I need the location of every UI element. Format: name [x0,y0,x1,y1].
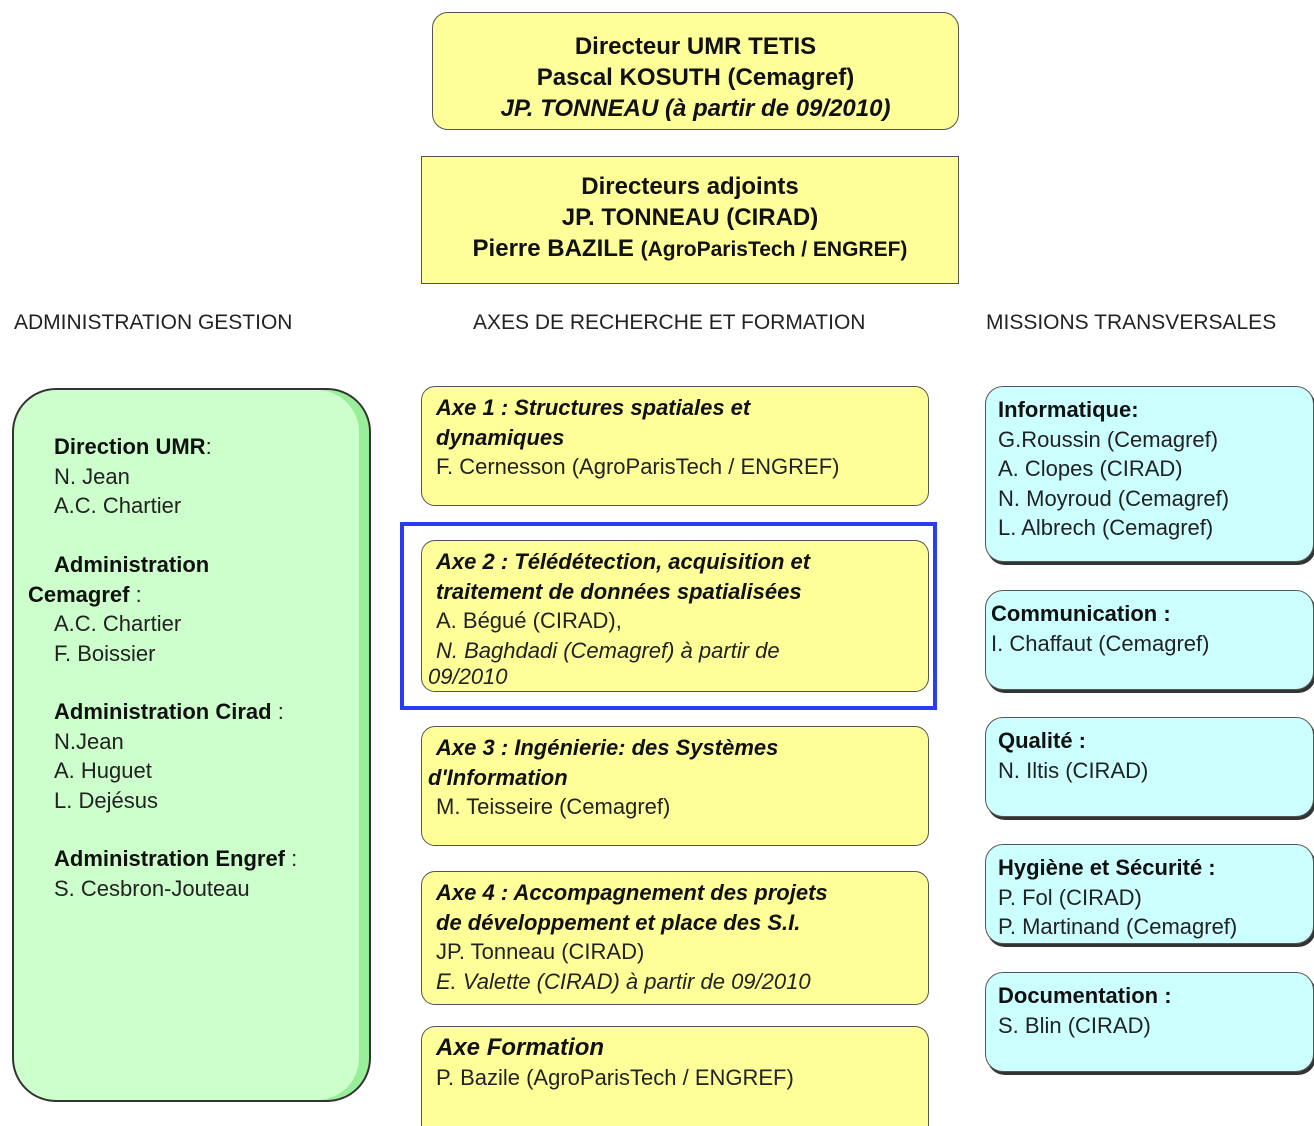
mission-member: G.Roussin (Cemagref) [998,426,1219,452]
mission-member: S. Blin (CIRAD) [998,1012,1151,1038]
mission-member: N. Moyroud (Cemagref) [998,485,1230,511]
deputy-name-2-name: Pierre BAZILE [472,235,634,262]
admin-member: N. Jean [54,463,130,489]
axis-lead-successor: N. Baghdadi (Cemagref) à partir de [436,637,780,663]
axis-title-cont: d'Information [428,764,568,790]
column-header-axes: AXES DE RECHERCHE ET FORMATION [473,311,866,334]
admin-section-cemagref: Administration Cemagref : A.C. Chartier … [28,550,210,668]
mission-member: P. Fol (CIRAD) [998,884,1142,910]
admin-section-suffix: : [271,699,284,724]
admin-member: A.C. Chartier [54,493,182,518]
mission-member: P. Martinand (Cemagref) [998,914,1238,939]
deputy-name-2: Pierre BAZILE (AgroParisTech / ENGREF) [422,233,958,265]
axis-title: Axe 1 : Structures spatiales et [436,395,751,420]
admin-section-suffix: : [285,846,298,871]
axis-title-cont: traitement de données spatialisées [436,578,802,604]
mission-title: Informatique: [998,397,1139,422]
admin-member: A. Huguet [54,758,152,783]
director-box: Directeur UMR TETIS Pascal KOSUTH (Cemag… [432,12,959,130]
mission-title: Hygiène et Sécurité : [998,855,1216,880]
admin-section-title: Administration Engref [54,846,286,871]
admin-member: A.C. Chartier [54,611,182,636]
axis-formation-box: Axe Formation P. Bazile (AgroParisTech /… [421,1026,929,1126]
axis-title-cont: de développement et place des S.I. [436,909,801,935]
mission-title: Communication : [991,601,1171,626]
mission-member: L. Albrech (Cemagref) [998,515,1214,540]
mission-member: I. Chaffaut (Cemagref) [991,630,1210,656]
mission-documentation-box: Documentation : S. Blin (CIRAD) [985,972,1314,1072]
selection-highlight [400,522,937,710]
axis-lead-successor: E. Valette (CIRAD) à partir de 09/2010 [436,968,811,994]
admin-member: N.Jean [54,728,124,754]
deputy-title: Directeurs adjoints [581,173,799,200]
deputy-name-2-org: (AgroParisTech / ENGREF) [640,238,908,261]
admin-section-title: Administration Cirad [54,699,272,724]
axis-lead: JP. Tonneau (CIRAD) [436,939,645,964]
director-name: Pascal KOSUTH (Cemagref) [536,64,855,91]
admin-section-title: Administration [54,552,210,577]
mission-member: A. Clopes (CIRAD) [998,456,1183,481]
axis-2-box: Axe 2 : Télédétection, acquisition et tr… [421,540,929,692]
director-title: Directeur UMR TETIS [574,33,817,60]
admin-section-suffix: : [205,434,212,459]
axis-title-cont: dynamiques [436,424,565,450]
axis-title: Axe Formation [436,1034,605,1061]
deputy-name-1: JP. TONNEAU (CIRAD) [561,204,819,231]
column-header-administration: ADMINISTRATION GESTION [14,311,293,334]
admin-member: L. Dejésus [54,787,158,813]
axis-4-box: Axe 4 : Accompagnement des projets de dé… [421,871,929,1005]
mission-informatique-box: Informatique: G.Roussin (Cemagref) A. Cl… [985,386,1314,562]
mission-communication-box: Communication : I. Chaffaut (Cemagref) [985,590,1314,690]
mission-title: Documentation : [998,983,1172,1008]
axis-lead: F. Cernesson (AgroParisTech / ENGREF) [436,454,840,479]
admin-section-cirad: Administration Cirad : N.Jean A. Huguet … [54,697,284,815]
column-header-missions: MISSIONS TRANSVERSALES [986,311,1277,334]
axis-title: Axe 4 : Accompagnement des projets [436,880,828,905]
axis-title: Axe 3 : Ingénierie: des Systèmes [436,735,779,760]
axis-lead: M. Teisseire (Cemagref) [436,794,671,819]
admin-section-title: Direction UMR [54,434,206,459]
administration-panel: Direction UMR: N. Jean A.C. Chartier Adm… [12,388,371,1102]
axis-lead: A. Bégué (CIRAD), [436,608,622,633]
admin-member: F. Boissier [54,640,156,666]
admin-section-engref: Administration Engref : S. Cesbron-Joute… [54,844,297,903]
director-successor: JP. TONNEAU (à partir de 09/2010) [500,95,891,122]
axis-3-box: Axe 3 : Ingénierie: des Systèmes d'Infor… [421,726,929,846]
admin-section-direction: Direction UMR: N. Jean A.C. Chartier [54,432,212,521]
mission-qualite-box: Qualité : N. Iltis (CIRAD) [985,717,1314,817]
axis-1-box: Axe 1 : Structures spatiales et dynamiqu… [421,386,929,506]
axis-lead-successor-date: 09/2010 [428,664,508,689]
admin-section-title-cont: Cemagref [28,581,130,607]
mission-title: Qualité : [998,728,1087,753]
admin-section-suffix: : [129,581,142,607]
mission-member: N. Iltis (CIRAD) [998,757,1149,783]
axis-title: Axe 2 : Télédétection, acquisition et [436,549,811,574]
axis-lead: P. Bazile (AgroParisTech / ENGREF) [436,1064,794,1090]
mission-hygiene-box: Hygiène et Sécurité : P. Fol (CIRAD) P. … [985,844,1314,944]
admin-member: S. Cesbron-Jouteau [54,875,250,901]
deputy-directors-box: Directeurs adjoints JP. TONNEAU (CIRAD) … [421,156,959,284]
